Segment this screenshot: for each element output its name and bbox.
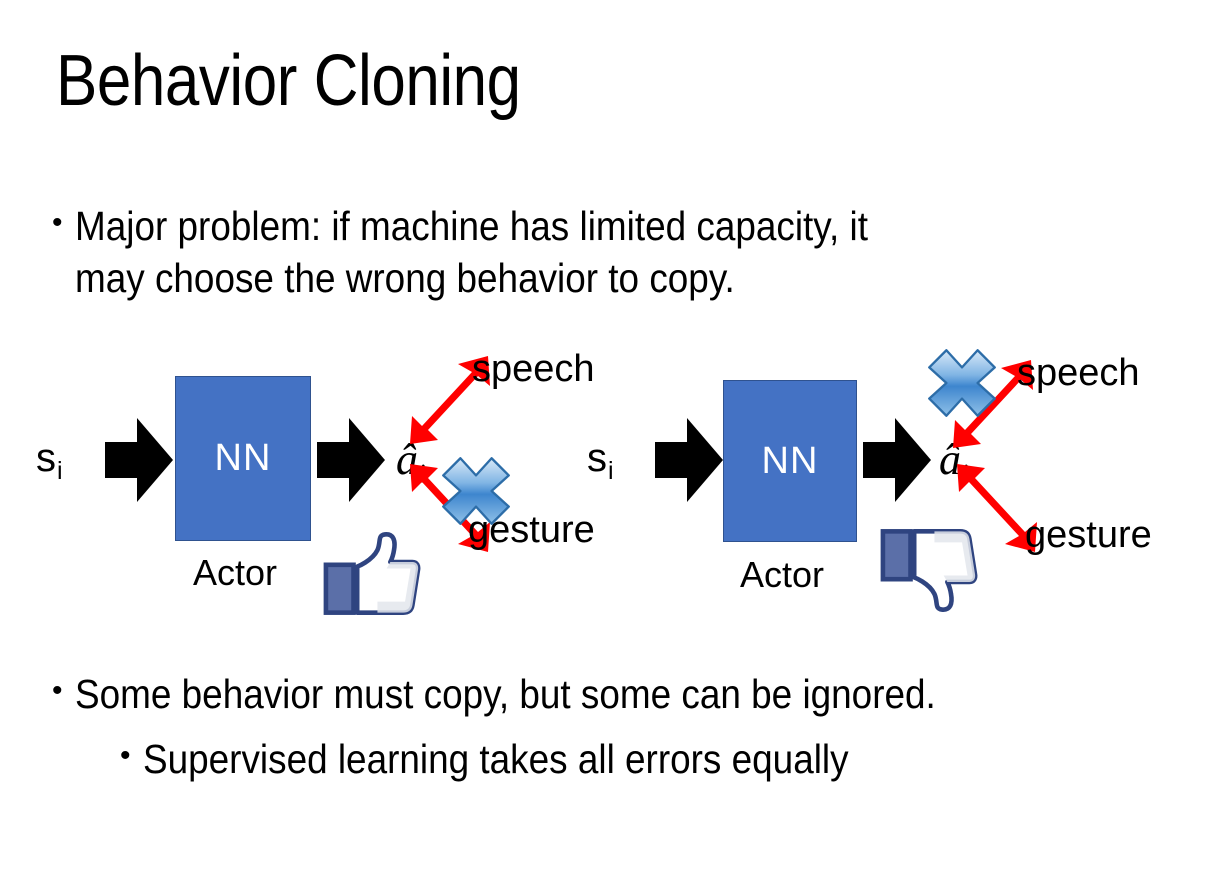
bullet-marker-icon: •: [52, 674, 63, 707]
output-arrow-icon: [863, 418, 933, 502]
bottom-bullet-block: • Some behavior must copy, but some can …: [52, 668, 1172, 787]
bullet-text-sub: Supervised learning takes all errors equ…: [142, 736, 849, 783]
diagram-left: si NN Actor âi: [10, 340, 610, 640]
bullet-text-wrapper: Major problem: if machine has limited ca…: [75, 200, 1036, 305]
state-input-label: si: [36, 438, 63, 484]
thumbs-down-icon: [877, 524, 979, 621]
output-option-speech: speech: [1017, 352, 1140, 394]
state-subscript: i: [57, 456, 63, 485]
neural-network-box: NN: [175, 376, 311, 541]
actor-caption: Actor: [193, 552, 278, 593]
state-symbol: s: [587, 436, 607, 480]
state-symbol: s: [36, 436, 56, 480]
actor-caption: Actor: [740, 554, 825, 595]
output-option-speech: speech: [472, 348, 595, 390]
gesture-double-arrow-icon: [947, 458, 1047, 563]
slide-title: Behavior Cloning: [56, 41, 521, 121]
input-arrow-icon: [655, 418, 725, 502]
bullet-line-1: Major problem: if machine has limited ca…: [74, 203, 868, 249]
bullet-item-some-behavior: • Some behavior must copy, but some can …: [52, 668, 1172, 721]
bullet-marker-icon: •: [52, 206, 63, 239]
output-option-gesture: gesture: [1025, 514, 1152, 556]
neural-network-label: NN: [761, 439, 819, 482]
bullet-item-major-problem: • Major problem: if machine has limited …: [52, 200, 1142, 305]
diagram-right: si NN Actor â i: [565, 340, 1165, 640]
cross-out-marker-icon: [923, 344, 1001, 427]
neural-network-box: NN: [723, 380, 857, 542]
top-bullet-block: • Major problem: if machine has limited …: [52, 200, 1142, 305]
speech-double-arrow-icon: [943, 354, 1043, 459]
speech-double-arrow-icon: [400, 350, 500, 455]
state-subscript: i: [608, 456, 614, 485]
thumbs-up-icon: [320, 528, 422, 625]
bullet-marker-icon: •: [120, 739, 131, 773]
bullet-text-main: Some behavior must copy, but some can be…: [74, 671, 936, 717]
bullet-item-supervised-learning: • Supervised learning takes all errors e…: [120, 733, 1172, 786]
action-symbol: â: [939, 435, 961, 484]
bullet-line-2: may choose the wrong behavior to copy.: [74, 255, 735, 302]
neural-network-label: NN: [214, 437, 272, 479]
output-arrow-icon: [317, 418, 387, 502]
cross-out-marker-icon: [437, 452, 515, 535]
state-input-label: si: [587, 438, 614, 484]
input-arrow-icon: [105, 418, 175, 502]
